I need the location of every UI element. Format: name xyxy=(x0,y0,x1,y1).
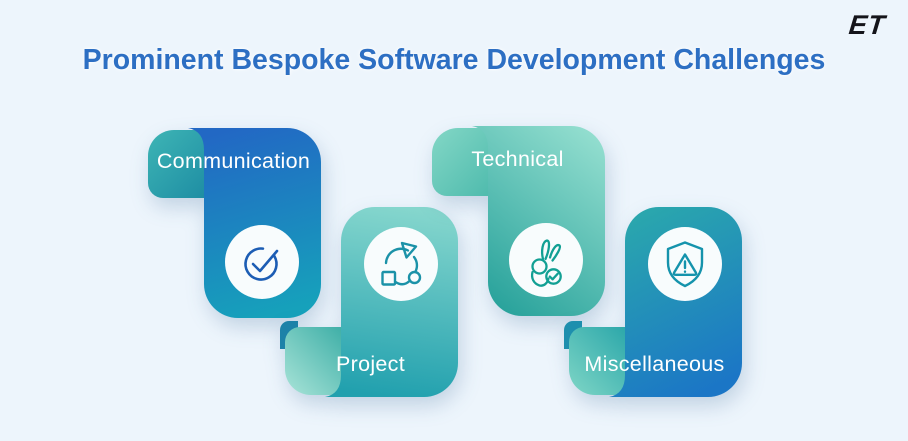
ribbon-fold xyxy=(285,327,343,395)
shield-warning-icon xyxy=(666,241,704,288)
ribbon-shape xyxy=(564,207,742,397)
card-technical: Technical xyxy=(430,126,605,316)
card-communication: Communication xyxy=(146,128,321,318)
icon-circle xyxy=(364,227,438,301)
ribbon-fold xyxy=(432,128,490,196)
ok-hand-icon xyxy=(530,239,562,287)
card-label: Miscellaneous xyxy=(584,351,725,376)
card-miscellaneous: Miscellaneous xyxy=(564,207,742,397)
card-project: Project xyxy=(280,207,458,397)
card-label: Project xyxy=(335,351,405,376)
ribbon-shape xyxy=(432,126,605,316)
ribbon-shape xyxy=(148,128,321,318)
ribbon-shape xyxy=(280,207,458,397)
check-circle-icon xyxy=(244,247,279,281)
et-logo: ET xyxy=(847,10,888,40)
card-label: Technical xyxy=(471,146,564,171)
card-label: Communication xyxy=(156,148,311,173)
agile-cycle-icon xyxy=(381,241,422,286)
ribbon-fold xyxy=(569,327,627,395)
page-title: Prominent Bespoke Software Development C… xyxy=(82,44,826,76)
icon-circle xyxy=(225,225,299,299)
ribbon-fold xyxy=(148,130,206,198)
